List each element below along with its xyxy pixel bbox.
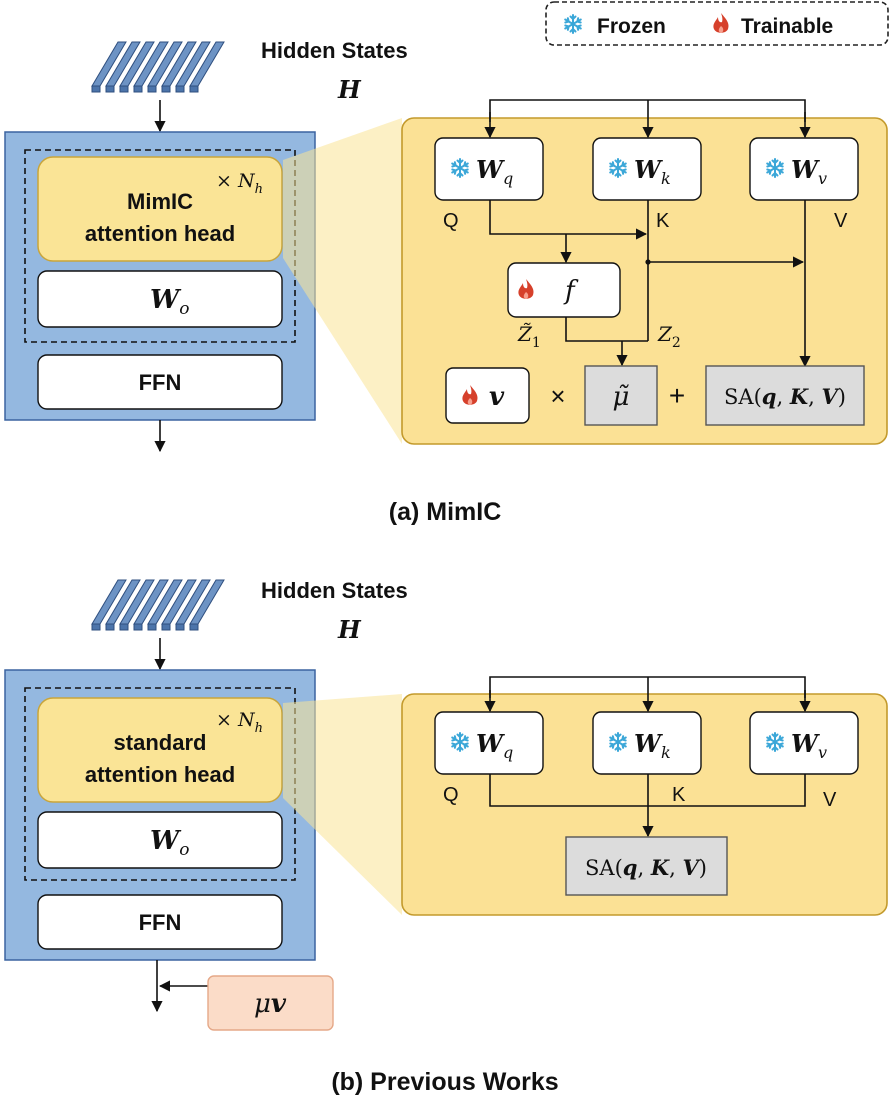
tensor-slab-base (161, 623, 171, 631)
wq-box (434, 137, 544, 201)
head-label-line1: MimIC (127, 189, 193, 214)
tensor-slab-base (161, 85, 171, 93)
z1-label: Z̃1 (517, 322, 541, 351)
mimic-attention-head (37, 156, 283, 262)
tensor-slab-base (105, 85, 115, 93)
k-label: K (672, 784, 686, 806)
head-label-line2: attention head (85, 762, 235, 787)
mu-v-symbol: μv (254, 989, 287, 1019)
mu-tilde-box (584, 365, 658, 426)
ffn-label: FFN (139, 910, 182, 935)
wo-symbol: Wo (150, 826, 189, 860)
tensor-slab-base (119, 623, 129, 631)
legend-frozen-label: Frozen (597, 15, 666, 38)
caption-b: (b) Previous Works (331, 1068, 558, 1096)
standard-attention-head (37, 697, 283, 803)
q-label: Q (443, 210, 459, 232)
tensor-slab-base (175, 623, 185, 631)
sa-box (705, 365, 865, 426)
tensor-slab-base (133, 623, 143, 631)
hidden-states-tensor-icon (91, 579, 225, 631)
zoom-projection (283, 694, 402, 915)
wv-box (749, 137, 859, 201)
k-label: K (656, 210, 670, 232)
hidden-states-symbol: H (337, 75, 362, 104)
v-label: V (823, 789, 837, 811)
tensor-slab-base (175, 85, 185, 93)
ffn-box (37, 894, 283, 950)
tensor-slab-base (91, 85, 101, 93)
sa-box (565, 836, 728, 896)
sa-formula: SA(q, K, V) (724, 384, 846, 409)
tensor-slab-base (119, 85, 129, 93)
hidden-states-symbol: H (337, 615, 362, 644)
hidden-states-tensor-icon (91, 41, 225, 93)
q-label: Q (443, 784, 459, 806)
legend: Frozen Trainable (545, 1, 889, 46)
ffn-box (37, 354, 283, 410)
trainable-v-box (445, 367, 530, 424)
wq-symbol: Wq (476, 155, 513, 188)
mu-tilde: μ̃ (613, 382, 630, 412)
caption-a: (a) MimIC (389, 498, 502, 526)
wo-box (37, 270, 283, 328)
v-label: V (834, 210, 848, 232)
tensor-slab-base (189, 85, 199, 93)
wo-symbol: Wo (150, 285, 189, 319)
hidden-states-label: Hidden States (261, 38, 408, 63)
head-repeat: × Nh (216, 170, 263, 197)
hidden-states-label: Hidden States (261, 578, 408, 603)
z2-label: Z2 (657, 322, 681, 351)
wq-symbol: Wq (476, 729, 513, 762)
ffn-label: FFN (139, 370, 182, 395)
wk-box (592, 137, 702, 201)
tensor-slab-base (147, 85, 157, 93)
wv-symbol: Wv (791, 729, 827, 762)
tensor-slab-base (105, 623, 115, 631)
times-sign: × (550, 381, 565, 411)
head-label-line2: attention head (85, 221, 235, 246)
panel-a: Hidden States H MimIC attention head × N… (4, 38, 888, 526)
v-vector: v (489, 382, 505, 412)
tensor-slab-base (189, 623, 199, 631)
head-repeat: × Nh (216, 709, 263, 736)
legend-trainable-label: Trainable (741, 15, 833, 38)
wv-symbol: Wv (791, 155, 827, 188)
wv-box (749, 711, 859, 775)
wo-box (37, 811, 283, 869)
wq-box (434, 711, 544, 775)
plus-sign: + (669, 380, 685, 411)
tensor-slab-base (91, 623, 101, 631)
wk-symbol: Wk (634, 155, 671, 188)
panel-b: Hidden States H standard attention head … (4, 578, 888, 1096)
wk-box (592, 711, 702, 775)
tensor-slab-base (147, 623, 157, 631)
tensor-slab-base (133, 85, 143, 93)
wk-symbol: Wk (634, 729, 671, 762)
sa-formula: SA(q, K, V) (585, 855, 707, 880)
mu-v-box (207, 975, 334, 1031)
zoom-projection (283, 118, 402, 444)
head-label-line1: standard (114, 730, 207, 755)
f-box (507, 262, 621, 318)
